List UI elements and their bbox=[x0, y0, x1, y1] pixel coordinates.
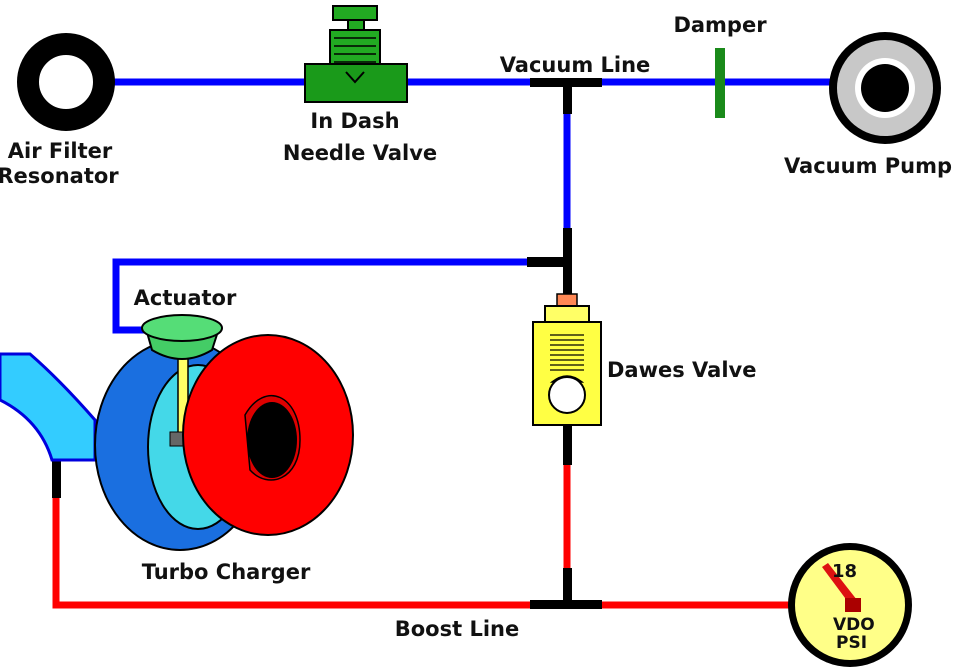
label-air-filter-line2: Resonator bbox=[0, 164, 119, 188]
actuator bbox=[141, 314, 223, 360]
turbo-charger bbox=[94, 334, 354, 551]
label-actuator: Actuator bbox=[134, 286, 237, 310]
dawes-valve bbox=[532, 293, 602, 426]
label-vacuum-pump: Vacuum Pump bbox=[784, 154, 952, 178]
needle-valve bbox=[304, 5, 408, 103]
air-filter-resonator bbox=[17, 33, 115, 131]
gauge-reading: 18 bbox=[832, 561, 857, 582]
compressor-inlet bbox=[247, 402, 297, 478]
damper bbox=[715, 48, 725, 118]
vacuum-pump bbox=[829, 32, 941, 144]
labels: Air Filter Resonator In Dash Needle Valv… bbox=[0, 13, 952, 641]
boost-gauge: 18 VDO PSI bbox=[788, 543, 912, 667]
needle-valve-body bbox=[304, 63, 408, 103]
gauge-needle bbox=[822, 563, 857, 606]
label-needle-valve-line2: Needle Valve bbox=[283, 141, 437, 165]
gauge-unit: PSI bbox=[836, 633, 867, 653]
label-vacuum-line: Vacuum Line bbox=[500, 53, 651, 77]
junctions bbox=[52, 78, 602, 609]
label-air-filter-line1: Air Filter bbox=[8, 139, 113, 163]
junction-dawes-outlet bbox=[563, 425, 572, 465]
air-filter-ring bbox=[17, 33, 115, 131]
label-damper: Damper bbox=[673, 13, 767, 37]
dawes-valve-ball bbox=[548, 376, 586, 414]
gauge-brand: VDO bbox=[833, 615, 875, 635]
intake-pipe bbox=[0, 352, 97, 462]
junction-actuator-tee bbox=[527, 257, 572, 267]
label-needle-valve-line1: In Dash bbox=[310, 109, 399, 133]
label-boost-line: Boost Line bbox=[395, 617, 519, 641]
label-dawes-valve: Dawes Valve bbox=[607, 358, 756, 382]
label-turbo-charger: Turbo Charger bbox=[142, 560, 311, 584]
junction-turbo-outlet bbox=[52, 458, 61, 498]
vacuum-line-actuator bbox=[112, 258, 567, 334]
